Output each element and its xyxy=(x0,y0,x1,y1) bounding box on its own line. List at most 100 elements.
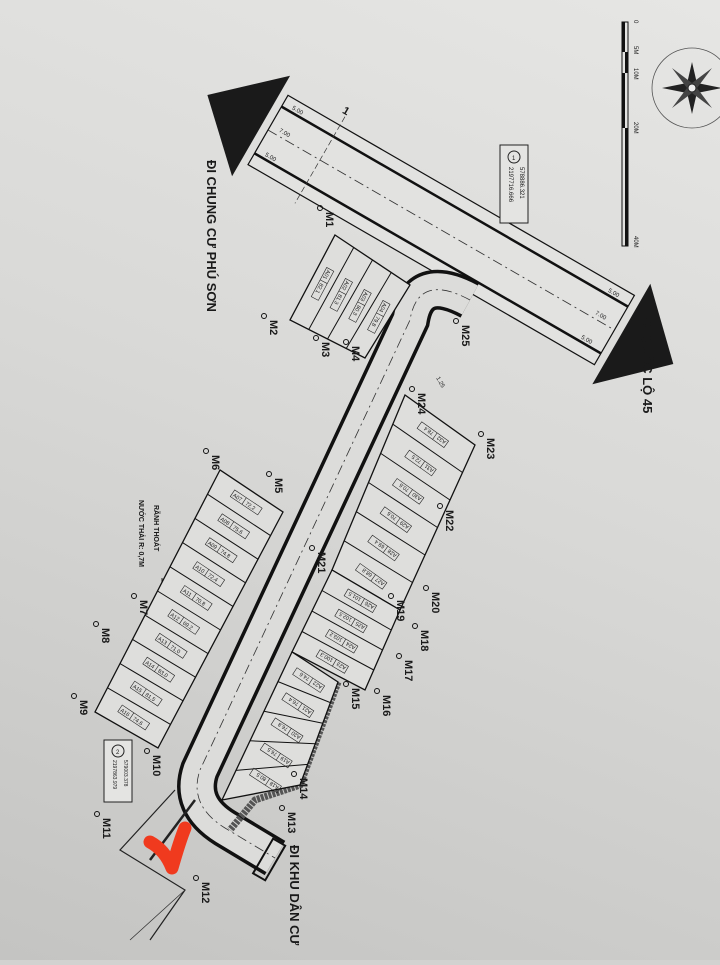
lot-id: A01 xyxy=(321,269,331,280)
lot-id: A23 xyxy=(336,660,347,670)
lot-area: 81.3 xyxy=(332,293,342,305)
label-to-phu-son: ĐI CHUNG CƯ PHÚ SƠN xyxy=(204,160,219,312)
scale-tick-10m: 10M xyxy=(632,68,638,80)
marker-point-icon xyxy=(193,875,199,881)
marker-point-icon xyxy=(343,681,349,687)
marker-point-icon xyxy=(131,593,137,599)
lot-divider xyxy=(301,631,374,671)
marker-point-icon xyxy=(266,471,272,477)
marker-label-m18: M18 xyxy=(418,630,430,651)
red-check-mark xyxy=(143,821,192,875)
coord-1-y: 2197716.666 xyxy=(507,167,513,203)
arrow-to-ql45-icon xyxy=(592,283,674,385)
marker-point-icon xyxy=(437,503,443,509)
marker-label-m13: M13 xyxy=(285,812,297,833)
marker-point-icon xyxy=(412,623,418,629)
lot-area: 74.6 xyxy=(299,670,311,681)
lot-area: 76.5 xyxy=(266,746,278,757)
lot-divider xyxy=(263,710,323,724)
coordinate-box-2: 2 579003.378 2197863.979 xyxy=(103,739,133,803)
marker-label-m4: M4 xyxy=(349,346,361,362)
lot-area: 83.0 xyxy=(156,668,168,679)
lot-id: A21 xyxy=(301,704,312,714)
marker-label-m12: M12 xyxy=(199,882,211,903)
marker-label-m22: M22 xyxy=(443,510,455,531)
marker-label-m5: M5 xyxy=(272,478,284,493)
coord-1-x: 578886.321 xyxy=(518,167,524,199)
lot-id: A13 xyxy=(156,636,167,646)
marker-label-m24: M24 xyxy=(415,393,427,415)
block-a32-a27: A3278.4A3172.5A3070.6A2970.6A2869.4A2768… xyxy=(331,393,476,611)
marker-label-m8: M8 xyxy=(99,628,111,643)
coord-2-x: 579003.378 xyxy=(122,760,128,787)
marker-point-icon xyxy=(423,585,429,591)
marker-point-icon xyxy=(71,693,77,699)
marker-label-m20: M20 xyxy=(429,592,441,613)
lot-area: 76.8 xyxy=(277,721,289,732)
marker-label-m17: M17 xyxy=(402,660,414,681)
marker-label-m16: M16 xyxy=(380,695,392,716)
marker-label-m7: M7 xyxy=(137,600,149,615)
marker-point-icon xyxy=(94,811,100,817)
lot-area: 72.2 xyxy=(244,501,256,512)
lot-divider xyxy=(157,590,221,631)
lot-area: 68.8 xyxy=(362,566,374,577)
lot-divider xyxy=(182,542,246,584)
marker-label-m6: M6 xyxy=(209,455,221,470)
lot-area: 72.5 xyxy=(411,453,423,464)
lot-id: A16 xyxy=(119,708,130,718)
lot-id: A15 xyxy=(131,684,142,694)
lot-id: A11 xyxy=(181,588,192,598)
marker-point-icon xyxy=(453,318,459,324)
lot-area: 82.1 xyxy=(314,282,324,294)
lot-area: 70.6 xyxy=(399,481,411,492)
marker-point-icon xyxy=(396,653,402,659)
marker-point-icon xyxy=(279,805,285,811)
lot-id: A25 xyxy=(355,620,366,630)
marker-label-m25: M25 xyxy=(459,325,471,346)
marker-point-icon xyxy=(203,448,209,454)
lot-area: 69.2 xyxy=(181,621,193,632)
scale-tick-0: 0 xyxy=(632,20,638,24)
lot-id: A20 xyxy=(291,729,302,739)
lot-divider xyxy=(107,687,171,725)
label-to-residential: ĐI KHU DÂN CƯ xyxy=(287,845,302,946)
coordinate-box-1: 1 578886.321 2197716.666 xyxy=(499,144,529,224)
lot-divider xyxy=(392,423,463,473)
lot-id: A12 xyxy=(169,612,180,622)
lot-area: 70.6 xyxy=(386,510,398,521)
lot-id: A22 xyxy=(312,679,323,689)
road-width-right-2: 5.00 xyxy=(580,335,594,346)
road-width-left-2: 5.00 xyxy=(607,288,621,299)
section-mark: 1 xyxy=(340,105,351,118)
lot-area: 74.8 xyxy=(219,549,231,560)
label-to-ql45: ĐI QUỐC LỘ 45 xyxy=(640,318,655,413)
scale-tick-20m: 20M xyxy=(632,122,638,134)
lot-divider xyxy=(194,517,259,560)
lot-area: 75.6 xyxy=(231,525,243,536)
lot-area: 78.4 xyxy=(423,425,435,436)
coord-2-id: 2 xyxy=(116,750,120,756)
scale-tick-5m: 5M xyxy=(632,46,638,54)
main-road: 5.00 7.00 5.00 5.00 7.00 5.00 1 xyxy=(207,75,674,385)
marker-point-icon xyxy=(93,621,99,627)
lot-area: 80.3 xyxy=(351,304,361,316)
lot-id: A27 xyxy=(375,576,386,587)
lot-area: 81.5 xyxy=(144,692,156,703)
coord-2-y: 2197863.979 xyxy=(111,760,117,789)
